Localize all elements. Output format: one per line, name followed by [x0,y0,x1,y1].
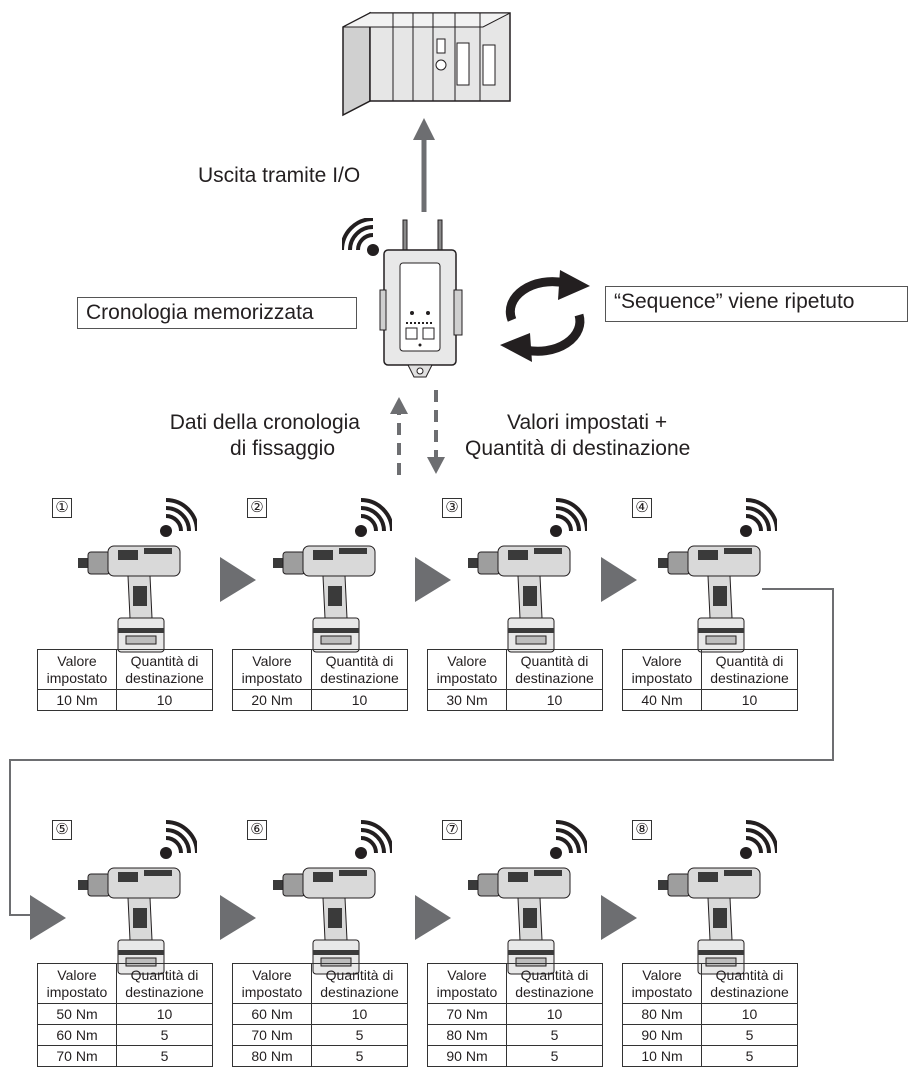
impact-wrench-icon [78,858,198,978]
impact-wrench-icon [273,536,393,656]
left-flow-label: Dati della cronologia di fissaggio [135,410,360,462]
step-1: ① [50,498,250,743]
impact-wrench-icon [658,858,778,978]
step-number: ⑥ [247,820,267,840]
step-number: ② [247,498,267,518]
wifi-icon [352,498,394,540]
step-arrow-4 [30,895,66,940]
step-number: ⑤ [52,820,72,840]
wifi-icon [157,820,199,862]
wifi-icon [547,498,589,540]
row-wrap-connector [9,588,834,916]
step-number: ④ [632,498,652,518]
wifi-icon [157,498,199,540]
step-arrow-3 [601,557,637,602]
step-4: ④ [630,498,830,743]
output-arrowhead [413,118,435,140]
right-flow-line-2: Quantità di destinazione [465,437,691,460]
step-arrow-7 [601,895,637,940]
step-3: ③ [440,498,640,743]
history-box: Cronologia memorizzata [77,297,357,329]
impact-wrench-icon [78,536,198,656]
wireless-unit-icon [379,219,463,378]
step-number: ③ [442,498,462,518]
output-label: Uscita tramite I/O [198,164,361,187]
wifi-icon [352,820,394,862]
step-number: ① [52,498,72,518]
right-flow-label: Valori impostati + Quantità di destinazi… [465,410,765,462]
step-number: ⑦ [442,820,462,840]
wifi-icon [547,820,589,862]
repeat-box: “Sequence” viene ripetuto [605,286,908,322]
wifi-icon [737,498,779,540]
impact-wrench-icon [468,536,588,656]
step-arrow-2 [415,557,451,602]
left-flow-line-2: di fissaggio [229,437,335,460]
right-flow-line-1: Valori impostati + [507,411,668,434]
rotate-cycle-icon [500,270,590,362]
step-arrow-1 [220,557,256,602]
wifi-icon [737,820,779,862]
settings-download-arrowhead [427,457,445,474]
step-number: ⑧ [632,820,652,840]
impact-wrench-icon [658,536,778,656]
left-flow-line-1: Dati della cronologia [169,411,360,434]
impact-wrench-icon [273,858,393,978]
impact-wrench-icon [468,858,588,978]
step-arrow-6 [415,895,451,940]
step-arrow-5 [220,895,256,940]
history-upload-arrowhead [390,397,408,414]
plc-icon [342,11,511,117]
wifi-icon [342,218,379,256]
